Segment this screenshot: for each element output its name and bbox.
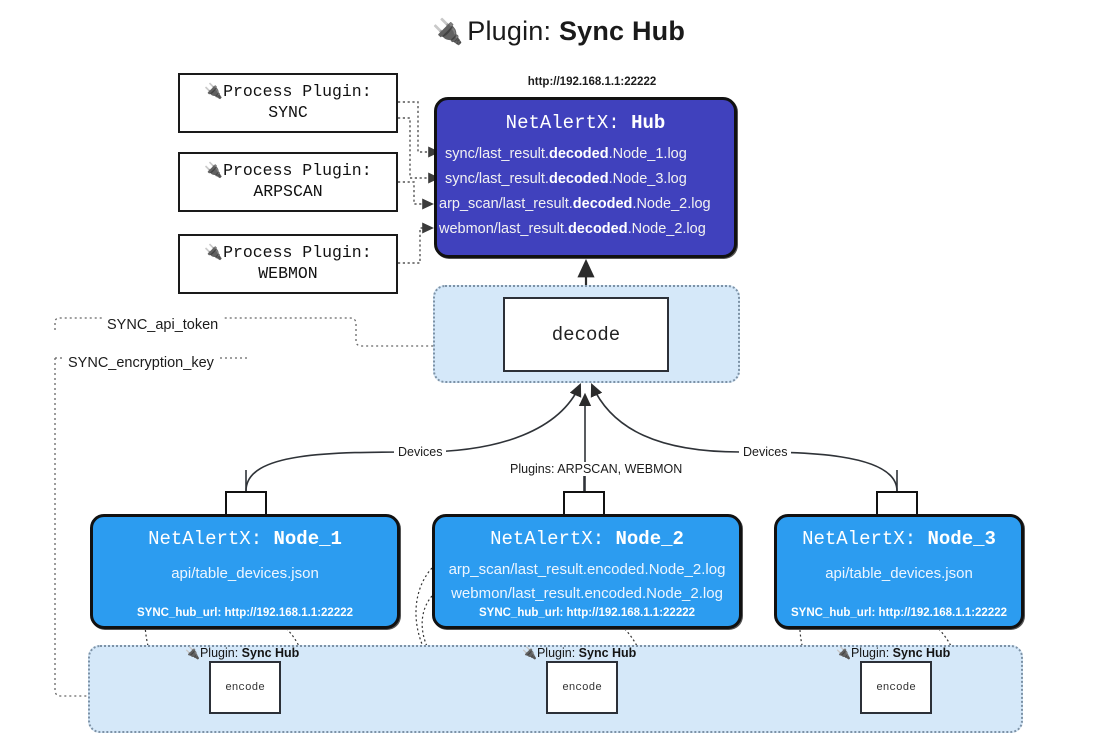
process-plugin-box-sync[interactable]: 🔌Process Plugin: SYNC bbox=[178, 73, 398, 133]
label-plugins-center: Plugins: ARPSCAN, WEBMON bbox=[506, 462, 687, 476]
node-line: webmon/last_result.encoded.Node_2.log bbox=[451, 585, 723, 603]
node-box-node-2[interactable]: NetAlertX: Node_2 arp_scan/last_result.e… bbox=[432, 514, 742, 629]
plug-icon: 🔌 bbox=[204, 82, 224, 101]
node-footer: SYNC_hub_url: http://192.168.1.1:22222 bbox=[478, 607, 696, 619]
encode-box-node-1[interactable]: encode bbox=[209, 661, 281, 714]
label-devices-right: Devices bbox=[739, 445, 792, 459]
encode-box-node-2[interactable]: encode bbox=[546, 661, 618, 714]
node-footer: SYNC_hub_url: http://192.168.1.1:22222 bbox=[136, 607, 354, 619]
plug-icon: 🔌 bbox=[836, 646, 851, 660]
node-box-node-3[interactable]: NetAlertX: Node_3 api/table_devices.json… bbox=[774, 514, 1024, 629]
node-title: NetAlertX: Node_3 bbox=[802, 528, 996, 550]
process-plugin-line1: 🔌Process Plugin: bbox=[204, 82, 372, 102]
encode-plugin-label: 🔌Plugin: Sync Hub bbox=[185, 646, 300, 660]
hub-url-label: http://192.168.1.1:22222 bbox=[527, 76, 657, 88]
node-title: NetAlertX: Node_1 bbox=[148, 528, 342, 550]
node-line: arp_scan/last_result.encoded.Node_2.log bbox=[448, 561, 726, 578]
process-plugin-line1: 🔌Process Plugin: bbox=[204, 243, 372, 263]
node-line: api/table_devices.json bbox=[171, 565, 319, 582]
label-sync-api-token: SYNC_api_token bbox=[103, 317, 223, 333]
decode-box[interactable]: decode bbox=[503, 297, 669, 372]
node-title: NetAlertX: Node_2 bbox=[490, 528, 684, 550]
label-sync-encryption-key: SYNC_encryption_key bbox=[64, 355, 218, 371]
node-footer: SYNC_hub_url: http://192.168.1.1:22222 bbox=[790, 607, 1008, 619]
node-box-node-1[interactable]: NetAlertX: Node_1 api/table_devices.json… bbox=[90, 514, 400, 629]
title-prefix: Plugin: bbox=[467, 16, 559, 46]
process-plugin-line1: 🔌Process Plugin: bbox=[204, 161, 372, 181]
plug-icon: 🔌 bbox=[204, 161, 224, 180]
process-plugin-line2: ARPSCAN bbox=[253, 182, 323, 201]
title-name: Sync Hub bbox=[558, 16, 686, 46]
process-plugin-line2: SYNC bbox=[268, 103, 308, 122]
hub-log-line: webmon/last_result.decoded.Node_2.log bbox=[439, 220, 706, 237]
encode-plugin-label: 🔌Plugin: Sync Hub bbox=[836, 646, 951, 660]
process-plugin-box-webmon[interactable]: 🔌Process Plugin: WEBMON bbox=[178, 234, 398, 294]
page-title: 🔌Plugin: Sync Hub bbox=[0, 16, 1117, 47]
plug-icon: 🔌 bbox=[185, 646, 200, 660]
encode-box-node-3[interactable]: encode bbox=[860, 661, 932, 714]
label-devices-left: Devices bbox=[394, 445, 447, 459]
node-line: api/table_devices.json bbox=[825, 565, 973, 582]
hub-log-line: sync/last_result.decoded.Node_1.log bbox=[445, 146, 687, 162]
hub-title: NetAlertX: Hub bbox=[505, 112, 666, 134]
hub-box[interactable]: NetAlertX: Hub sync/last_result.decoded.… bbox=[434, 97, 737, 258]
hub-log-line: sync/last_result.decoded.Node_3.log bbox=[445, 170, 687, 187]
hub-log-line: arp_scan/last_result.decoded.Node_2.log bbox=[439, 195, 711, 212]
plug-icon: 🔌 bbox=[522, 646, 537, 660]
plug-icon: 🔌 bbox=[204, 243, 224, 262]
plug-icon: 🔌 bbox=[431, 18, 464, 46]
process-plugin-box-arpscan[interactable]: 🔌Process Plugin: ARPSCAN bbox=[178, 152, 398, 212]
encode-plugin-label: 🔌Plugin: Sync Hub bbox=[522, 646, 637, 660]
process-plugin-line2: WEBMON bbox=[258, 264, 318, 283]
